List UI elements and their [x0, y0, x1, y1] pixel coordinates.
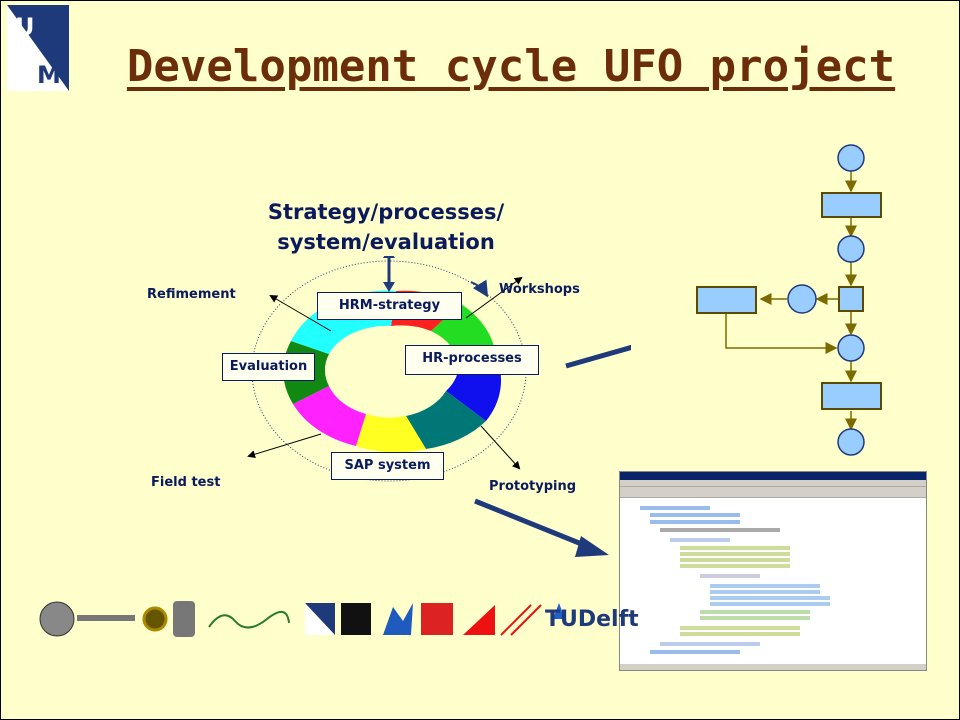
- logo-twente-line1: [500, 604, 532, 636]
- flow-rect-1: [821, 192, 882, 218]
- arrow-refinement: [269, 294, 332, 332]
- box-evaluation: Evaluation: [222, 353, 315, 381]
- logo-radboud: [421, 603, 453, 635]
- label-refinement: Refimement: [147, 287, 236, 302]
- segment-magenta: [293, 386, 366, 446]
- flame-icon: [553, 603, 565, 619]
- flow-node-side: [787, 284, 817, 314]
- box-hrm-strategy: HRM-strategy: [317, 292, 462, 320]
- big-arrows: [474, 344, 631, 557]
- flow-rect-side: [696, 286, 757, 314]
- flow-node-2: [837, 235, 865, 263]
- screenshot-tree: [620, 498, 926, 658]
- partner-logo-strip: [39, 601, 565, 637]
- flow-node-3: [837, 334, 865, 362]
- flow-node-4: [837, 428, 865, 456]
- screenshot-toolbar: [620, 487, 926, 498]
- screenshot-titlebar: [620, 472, 926, 480]
- segment-yellow: [356, 414, 426, 453]
- cycle-heading-line2: system/evaluation: [277, 230, 495, 254]
- arrow-fieldtest: [247, 433, 322, 459]
- cycle-heading-line1: Strategy/processes/: [267, 200, 505, 224]
- cycle-heading: Strategy/processes/ system/evaluation: [251, 197, 521, 257]
- screenshot-menubar: [620, 480, 926, 487]
- box-sap-system: SAP system: [331, 452, 444, 480]
- box-hr-processes: HR-processes: [405, 345, 539, 375]
- arrow-prototyping: [480, 425, 521, 470]
- arrow-small-blue: [470, 279, 489, 298]
- label-prototyping: Prototyping: [489, 479, 577, 494]
- segment-teal: [406, 391, 486, 449]
- flow-node-1: [837, 144, 865, 172]
- arrow-workshops: [465, 276, 523, 319]
- logo-utrecht-text: [77, 615, 135, 621]
- label-workshops: Workshops: [499, 282, 580, 297]
- tudelft-logo: TUDelft: [545, 607, 639, 632]
- arrow-to-flowchart: [565, 344, 631, 369]
- um-logo: U M: [7, 5, 69, 91]
- logo-utrecht-seal: [39, 601, 75, 637]
- logo-vu-griffin: [383, 603, 413, 635]
- flow-rect-2: [821, 382, 882, 410]
- screenshot-statusbar: [620, 664, 926, 670]
- logo-twente-line2: [510, 604, 542, 636]
- sap-screenshot: [619, 471, 927, 671]
- logo-uva: [341, 603, 371, 635]
- arrow-head-screenshot: [575, 536, 609, 557]
- label-field-test: Field test: [151, 475, 221, 490]
- flowchart: [696, 144, 882, 456]
- flow-square: [838, 286, 864, 312]
- svg-text:U: U: [15, 13, 35, 41]
- svg-text:M: M: [37, 61, 61, 89]
- arrow-to-screenshot: [474, 498, 590, 550]
- logo-erasmus-signature: [208, 611, 290, 629]
- logo-leiden-crest: [173, 601, 195, 637]
- logo-twente: [463, 605, 495, 635]
- slide-title: Development cycle UFO project: [126, 41, 896, 92]
- logo-wageningen: [142, 606, 168, 632]
- partner-logos: TUDelft: [37, 597, 639, 641]
